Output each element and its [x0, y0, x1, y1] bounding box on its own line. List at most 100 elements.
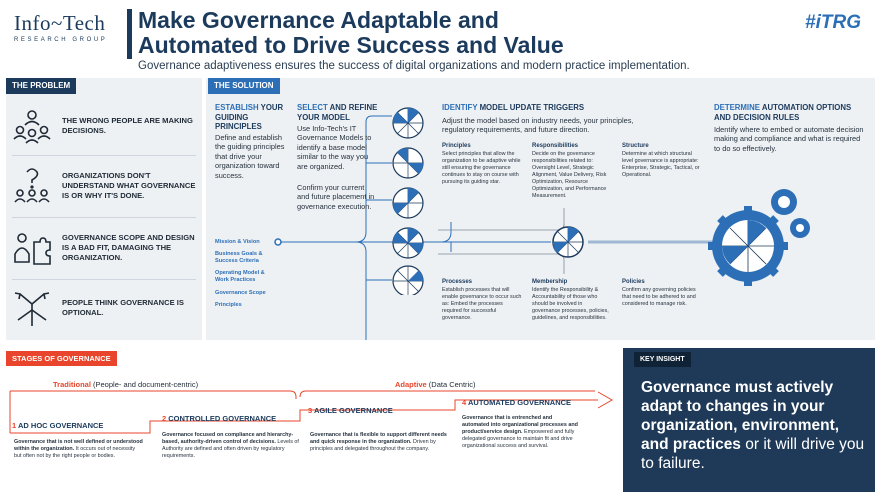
problem-panel [6, 78, 202, 340]
stage-desc: Governance that is flexible to support d… [310, 432, 448, 453]
solution-panel [206, 78, 875, 340]
problem-item: THE WRONG PEOPLE ARE MAKING DECISIONS. [12, 104, 196, 148]
stage-title: 3 AGILE GOVERNANCE [308, 406, 393, 415]
trigger-title: Structure [622, 143, 649, 149]
trigger-title: Principles [442, 143, 471, 149]
trigger-text: Determine at which structural level gove… [622, 151, 700, 178]
key-insight-tab: KEY INSIGHT [634, 352, 691, 367]
title-line-2: Automated to Drive Success and Value [138, 32, 564, 58]
problem-tab: THE PROBLEM [6, 78, 77, 94]
stage-desc-bold: Governance focused on compliance and hie… [162, 432, 294, 445]
title-line-1: Make Governance Adaptable and [138, 7, 499, 33]
identify-head-rest: MODEL UPDATE TRIGGERS [479, 103, 585, 112]
split-arrows-icon [14, 292, 50, 326]
stage-desc-text: Driven by principles and delegated throu… [310, 439, 436, 452]
establish-head-rest: YOUR GUIDING PRINCIPLES [215, 103, 284, 131]
stage-desc: Governance that is entrenched and automa… [462, 415, 580, 450]
model-circles [392, 107, 424, 295]
problem-item: PEOPLE THINK GOVERNANCE IS OPTIONAL. [12, 286, 196, 330]
person-puzzle-icon [14, 233, 51, 265]
era-traditional-label: Traditional [53, 380, 91, 389]
stage-number: 4 [462, 398, 467, 407]
stage-title-text: AD HOC GOVERNANCE [17, 421, 104, 430]
stages-arrow [9, 390, 614, 434]
hashtag-badge: #iTRG [805, 12, 861, 33]
mission-link[interactable]: Operating Model & Work Practices [215, 270, 265, 283]
stage-desc-bold: Governance that is entrenched and automa… [462, 415, 578, 435]
identify-body: Adjust the model based on industry needs… [442, 116, 634, 135]
era-adaptive-label: Adaptive [395, 380, 427, 389]
era-traditional: Traditional (People- and document-centri… [53, 380, 198, 389]
page-subtitle: Governance adaptiveness ensures the succ… [138, 60, 690, 72]
era-traditional-note: (People- and document-centric) [93, 380, 199, 389]
stage-title: 4 AUTOMATED GOVERNANCE [462, 398, 571, 407]
stage-number: 2 [162, 414, 167, 423]
solution-tab: THE SOLUTION [208, 78, 280, 94]
select-head-rest: AND REFINE YOUR MODEL [297, 103, 378, 122]
era-adaptive-note: (Data Centric) [428, 380, 476, 389]
trigger-text: Identify the Responsibility & Accountabi… [532, 287, 609, 321]
automation-gears-icon [708, 189, 810, 286]
trigger-title: Processes [442, 279, 473, 285]
stages-tab: STAGES OF GOVERNANCE [6, 351, 117, 366]
identify-accent: IDENTIFY [442, 103, 478, 112]
stage-title: 1 AD HOC GOVERNANCE [12, 421, 103, 430]
determine-accent: DETERMINE [714, 103, 760, 112]
stage-title: 2 CONTROLLED GOVERNANCE [162, 414, 276, 423]
key-insight-bold: Governance must actively adapt to change… [641, 379, 840, 453]
problem-text: THE WRONG PEOPLE ARE MAKING DECISIONS. [62, 116, 193, 135]
stage-desc-bold: Governance that is flexible to support d… [310, 432, 447, 445]
select-body-1: Use Info-Tech's IT Governance Models to … [297, 124, 372, 171]
select-heading: SELECT AND REFINE YOUR MODEL [297, 103, 385, 122]
determine-body: Identify where to embed or automate deci… [714, 125, 864, 153]
mission-link[interactable]: Governance Scope [215, 290, 266, 296]
stage-desc: Governance that is not well defined or u… [14, 439, 144, 460]
page-title: Make Governance Adaptable and Automated … [138, 8, 698, 58]
stage-desc-text: Levels of Authority are defined and ofte… [162, 439, 299, 459]
trigger-text: Decide on the governance responsibilitie… [532, 151, 607, 199]
key-insight-text: Governance must actively adapt to change… [641, 378, 869, 473]
mission-link[interactable]: Business Goals & Success Criteria [215, 251, 263, 264]
divider [12, 279, 196, 280]
stage-desc-text: Empowered and fully delegated governance… [462, 429, 575, 449]
establish-accent: ESTABLISH [215, 103, 259, 112]
problem-text: GOVERNANCE SCOPE AND DESIGN IS A BAD FIT… [62, 233, 195, 262]
trigger-text: Establish processes that will enable gov… [442, 287, 522, 321]
determine-heading: DETERMINE AUTOMATION OPTIONS AND DECISIO… [714, 103, 864, 122]
identify-heading: IDENTIFY MODEL UPDATE TRIGGERS [442, 103, 642, 113]
era-adaptive: Adaptive (Data Centric) [395, 380, 475, 389]
divider [12, 217, 196, 218]
problem-item: ORGANIZATIONS DON'T UNDERSTAND WHAT GOVE… [12, 164, 196, 208]
trigger-text: Select principles that allow the organiz… [442, 151, 521, 185]
stage-desc-text: It occurs out of necessity but often not… [14, 446, 136, 459]
establish-heading: ESTABLISH YOUR GUIDING PRINCIPLES [215, 103, 285, 132]
title-accent-bar [127, 9, 132, 59]
select-accent: SELECT [297, 103, 328, 112]
trigger-title: Membership [532, 279, 568, 285]
select-body-2: Confirm your current and future placemen… [297, 183, 375, 211]
problem-text: ORGANIZATIONS DON'T UNDERSTAND WHAT GOVE… [62, 171, 196, 200]
stage-number: 1 [12, 421, 17, 430]
problem-item: GOVERNANCE SCOPE AND DESIGN IS A BAD FIT… [12, 226, 196, 270]
determine-head-rest: AUTOMATION OPTIONS AND DECISION RULES [714, 103, 852, 122]
logo: Info~Tech RESEARCH GROUP [14, 11, 124, 43]
trigger-text: Confirm any governing policies that need… [622, 287, 696, 307]
stage-number: 3 [308, 406, 313, 415]
key-insight-rest: or it will drive you to failure. [641, 436, 865, 472]
establish-body: Define and establish the guiding princip… [215, 133, 285, 180]
trigger-title: Policies [622, 279, 645, 285]
divider [12, 155, 196, 156]
question-people-icon [14, 168, 50, 203]
mission-link[interactable]: Principles [215, 302, 242, 308]
trigger-gear-icon [552, 226, 584, 258]
stage-title-text: AUTOMATED GOVERNANCE [467, 398, 572, 407]
stage-desc: Governance focused on compliance and hie… [162, 432, 302, 460]
logo-sub-text: RESEARCH GROUP [14, 37, 108, 43]
logo-main-text: Info~Tech [14, 11, 106, 35]
stage-title-text: CONTROLLED GOVERNANCE [168, 414, 277, 423]
problem-text: PEOPLE THINK GOVERNANCE IS OPTIONAL. [62, 298, 184, 317]
mission-link[interactable]: Mission & Vision [215, 239, 260, 245]
stage-desc-bold: Governance that is not well defined or u… [14, 439, 143, 452]
key-insight-panel [623, 348, 875, 492]
people-group-icon [13, 110, 51, 144]
